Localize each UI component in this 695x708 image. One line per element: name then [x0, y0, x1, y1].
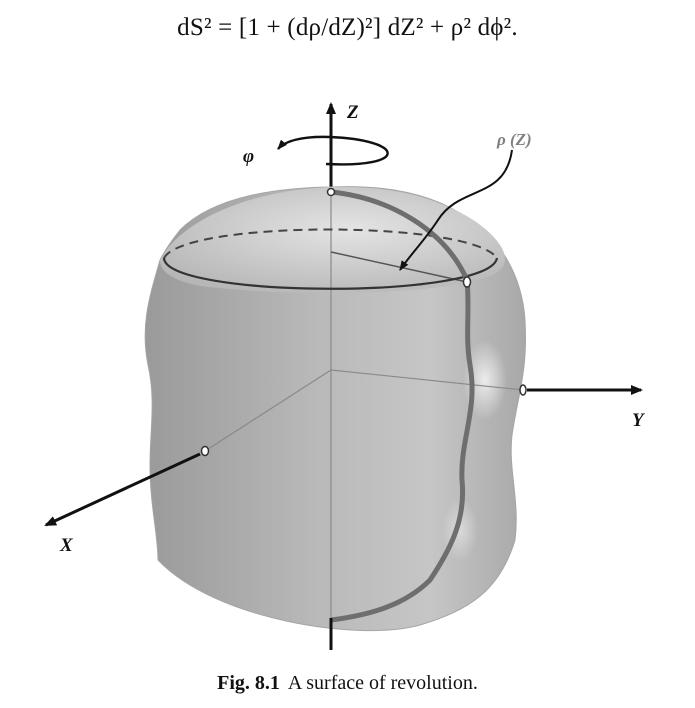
top-circle-back [163, 228, 498, 259]
surface-top [160, 186, 505, 294]
surface-body [144, 186, 527, 632]
x-axis-arrow [44, 452, 201, 527]
y-axis-label: Y [632, 410, 644, 431]
x-axis-intersection-marker [200, 445, 210, 457]
top-circle-front [162, 257, 499, 290]
y-axis-interior [330, 369, 524, 391]
figure-number: Fig. 8.1 [217, 672, 280, 694]
radius-line [330, 251, 468, 283]
profile-point-marker [462, 276, 472, 288]
y-axis-intersection-marker [519, 384, 527, 396]
rotation-arrow [277, 135, 389, 166]
figure-caption: Fig. 8.1 A surface of revolution. [0, 672, 695, 695]
x-axis-label: X [60, 535, 73, 556]
x-axis-interior [204, 369, 332, 452]
surface-of-revolution-figure: Z Y X φ ρ (Z) [0, 80, 695, 660]
top-pole-marker [326, 187, 336, 197]
equation: dS² = [1 + (dρ/dZ)²] dZ² + ρ² dϕ². [177, 14, 518, 41]
profile-label: ρ (Z) [497, 130, 532, 149]
rotation-label: φ [243, 146, 255, 167]
meridian-curve [330, 189, 475, 623]
z-axis-label: Z [347, 102, 359, 123]
caption-text: A surface of revolution. [287, 672, 478, 694]
figure-drawing [44, 102, 643, 650]
rho-pointer-arrow [399, 149, 513, 271]
